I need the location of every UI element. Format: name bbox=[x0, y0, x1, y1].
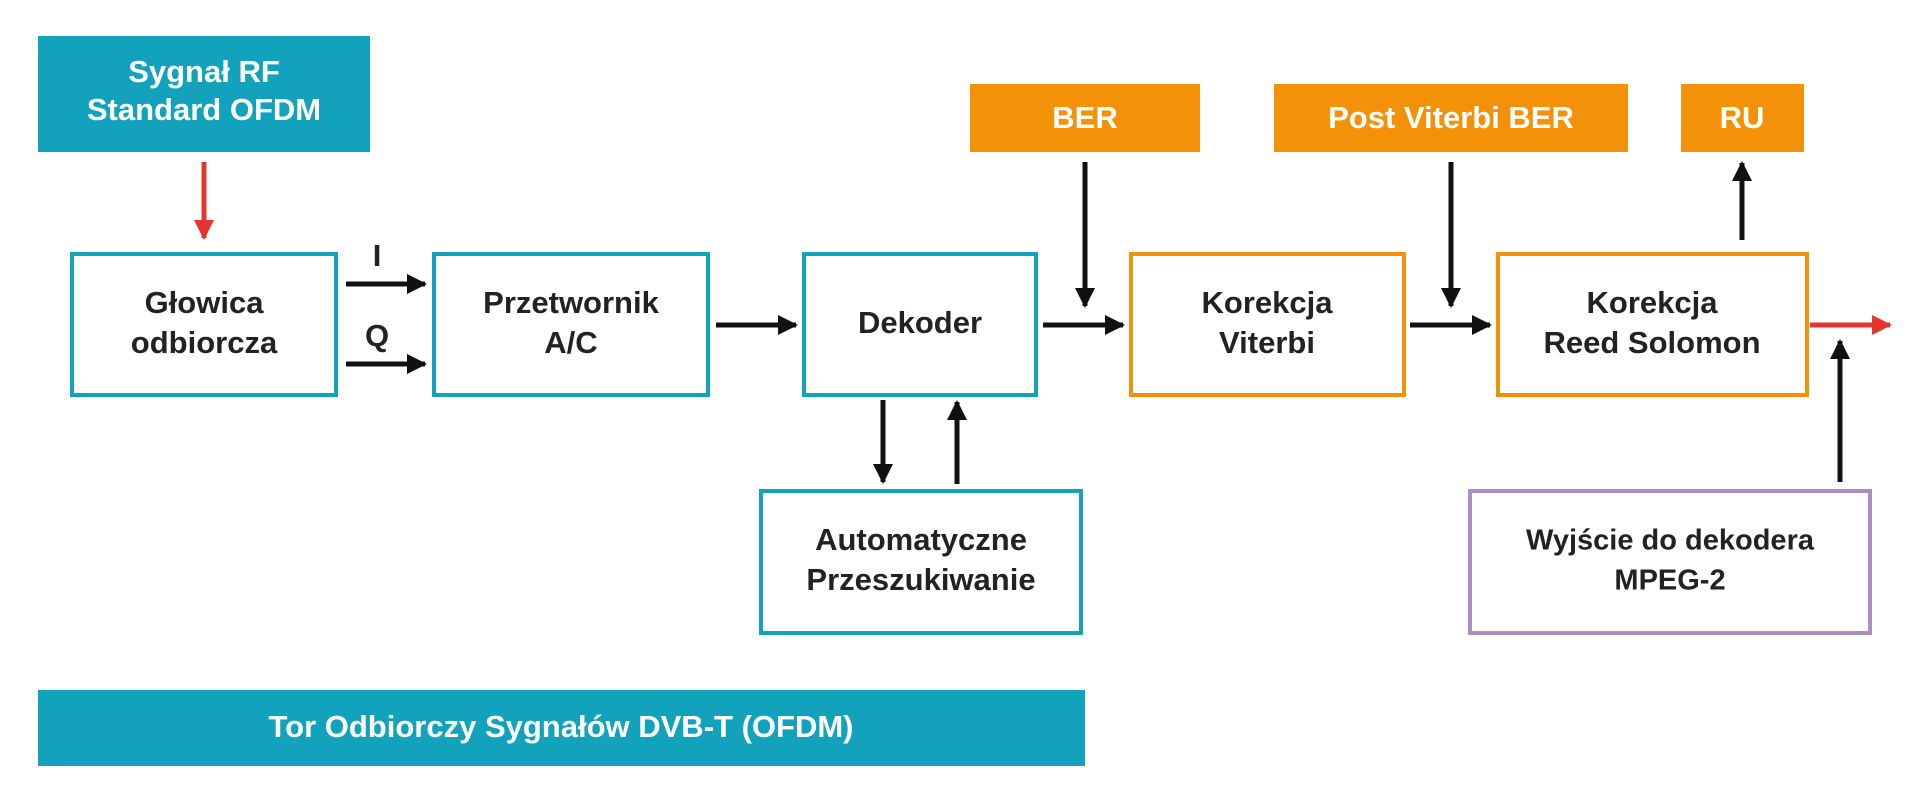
auto-search-block: Automatyczne Przeszukiwanie bbox=[759, 489, 1083, 635]
viterbi-line2: Viterbi bbox=[1219, 325, 1315, 360]
adc-block: Przetwornik A/C bbox=[432, 252, 710, 397]
decoder-label: Dekoder bbox=[858, 305, 982, 340]
rf-signal-box: Sygnał RF Standard OFDM bbox=[38, 36, 370, 152]
rf-signal-line1: Sygnał RF bbox=[128, 54, 280, 89]
tuner-block: Głowica odbiorcza bbox=[70, 252, 338, 397]
mpeg-output-block: Wyjście do dekodera MPEG-2 bbox=[1468, 489, 1872, 635]
ber-label: BER bbox=[1052, 100, 1117, 135]
tuner-line1: Głowica bbox=[145, 285, 265, 320]
auto-search-line2: Przeszukiwanie bbox=[806, 562, 1035, 597]
adc-line2: A/C bbox=[544, 325, 597, 360]
q-signal-label: Q bbox=[365, 318, 389, 353]
ru-label: RU bbox=[1720, 100, 1765, 135]
mpeg-output-line1: Wyjście do dekodera bbox=[1526, 525, 1815, 557]
post-viterbi-ber-label: Post Viterbi BER bbox=[1328, 100, 1574, 135]
adc-line1: Przetwornik bbox=[483, 285, 659, 320]
reed-solomon-block: Korekcja Reed Solomon bbox=[1496, 252, 1809, 397]
viterbi-block: Korekcja Viterbi bbox=[1129, 252, 1406, 397]
ru-indicator: RU bbox=[1681, 84, 1804, 152]
ber-indicator: BER bbox=[970, 84, 1200, 152]
footer-title: Tor Odbiorczy Sygnałów DVB-T (OFDM) bbox=[269, 709, 854, 744]
decoder-block: Dekoder bbox=[802, 252, 1038, 397]
i-signal-label: I bbox=[373, 238, 382, 273]
reed-solomon-line1: Korekcja bbox=[1587, 285, 1719, 320]
viterbi-line1: Korekcja bbox=[1202, 285, 1334, 320]
footer-title-bar: Tor Odbiorczy Sygnałów DVB-T (OFDM) bbox=[38, 690, 1085, 766]
tuner-line2: odbiorcza bbox=[131, 325, 278, 360]
auto-search-line1: Automatyczne bbox=[815, 522, 1027, 557]
mpeg-output-line2: MPEG-2 bbox=[1614, 565, 1725, 597]
post-viterbi-ber-indicator: Post Viterbi BER bbox=[1274, 84, 1628, 152]
reed-solomon-line2: Reed Solomon bbox=[1543, 325, 1760, 360]
rf-signal-line2: Standard OFDM bbox=[87, 92, 321, 127]
